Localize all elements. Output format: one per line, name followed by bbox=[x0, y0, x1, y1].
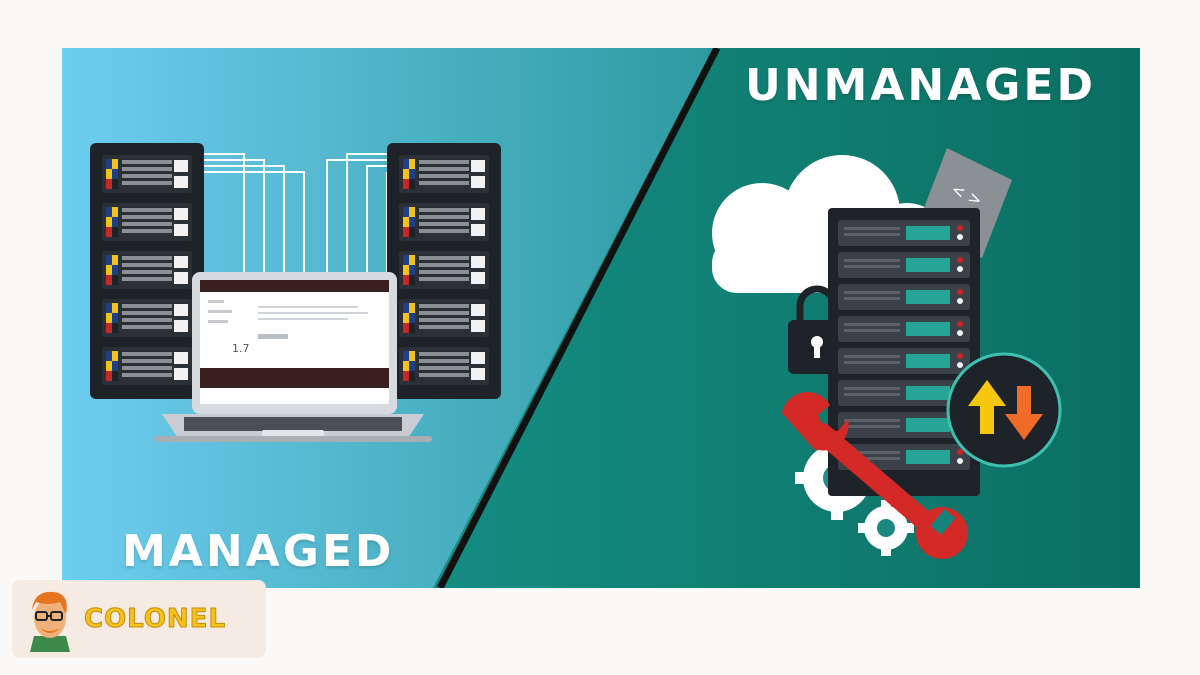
colonel-mascot-icon bbox=[30, 591, 70, 652]
divider-line bbox=[436, 48, 721, 588]
logo-text: COLONEL bbox=[83, 604, 227, 635]
server-rack-icon bbox=[90, 143, 204, 399]
managed-title: MANAGED bbox=[122, 526, 395, 577]
hero-banner: 1.7 < > bbox=[62, 48, 1140, 588]
gear-icon bbox=[858, 500, 914, 556]
unmanaged-title: UNMANAGED bbox=[745, 60, 1096, 111]
banner-art: 1.7 < > bbox=[62, 48, 1140, 588]
laptop-icon bbox=[154, 272, 432, 442]
brand-logo[interactable]: COLONEL bbox=[12, 580, 266, 658]
transfer-arrows-icon bbox=[946, 352, 1062, 468]
laptop-screen-value: 1.7 bbox=[232, 342, 250, 355]
wrench-icon bbox=[782, 392, 968, 559]
server-rack-icon bbox=[387, 143, 501, 399]
server-rack-icon bbox=[828, 208, 980, 496]
